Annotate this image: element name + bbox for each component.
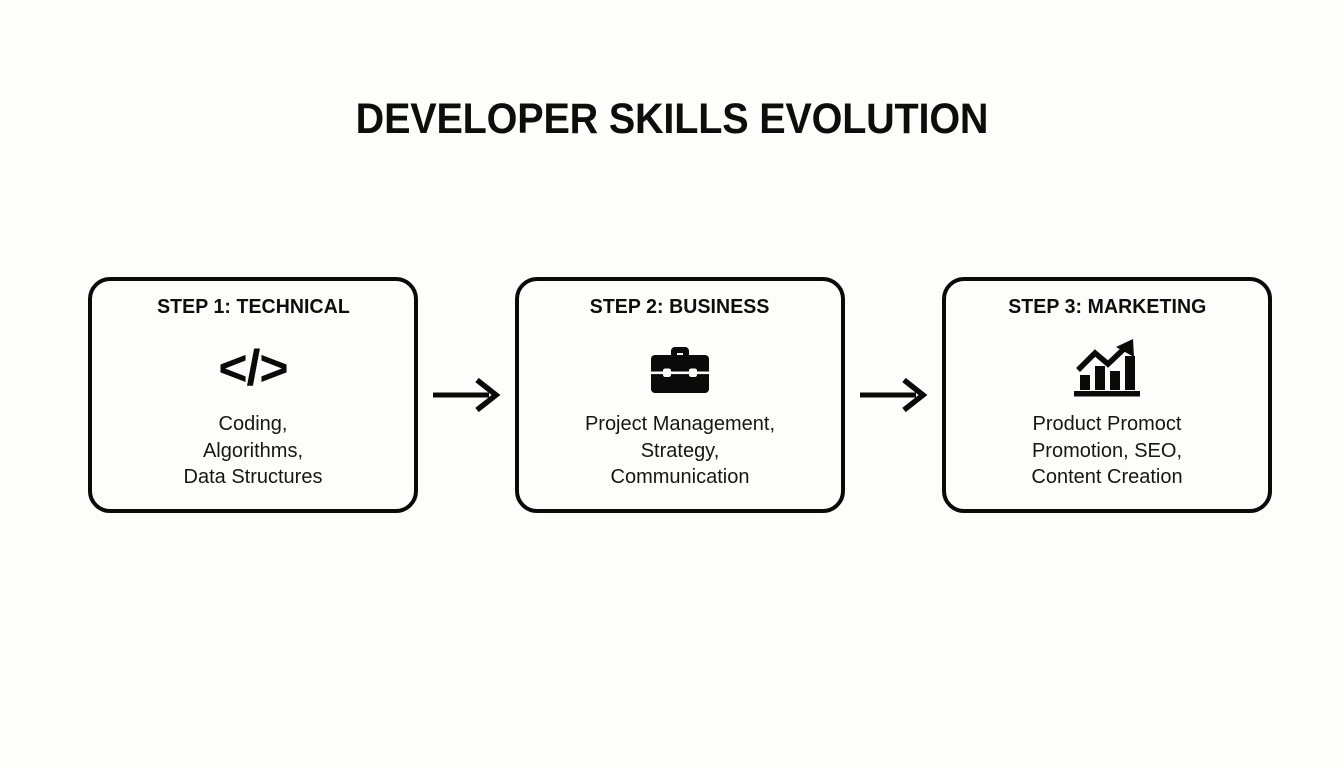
arrow-right-icon <box>430 372 504 418</box>
process-flow: STEP 1: TECHNICAL </> Coding, Algorithms… <box>88 277 1272 513</box>
step-description-line: Product Promoct <box>1032 413 1182 435</box>
step-heading: STEP 3: MARKETING <box>1007 295 1207 318</box>
step-card-business: STEP 2: BUSINESS Project Management, Str… <box>515 277 845 513</box>
growth-chart-icon <box>1070 331 1144 405</box>
step-description: Coding, Algorithms, Data Structures <box>174 411 333 491</box>
step-description-line: Coding, <box>218 413 288 435</box>
arrow-right-icon <box>857 372 931 418</box>
step-heading: STEP 1: TECHNICAL <box>156 295 350 318</box>
step-description-line: Content Creation <box>1031 466 1183 488</box>
step-description: Product Promoct Promotion, SEO, Content … <box>1021 411 1192 491</box>
step-description-line: Data Structures <box>183 466 323 488</box>
step-description: Project Management, Strategy, Communicat… <box>575 411 785 491</box>
page-title: DEVELOPER SKILLS EVOLUTION <box>355 95 989 143</box>
step-description-line: Project Management, <box>584 413 776 435</box>
step-heading: STEP 2: BUSINESS <box>590 295 770 318</box>
code-brackets-glyph: </> <box>218 340 288 396</box>
step-card-marketing: STEP 3: MARKETING Product Promoct Promot… <box>942 277 1272 513</box>
step-description-line: Communication <box>610 466 750 488</box>
briefcase-icon <box>646 331 714 405</box>
code-brackets-icon: </> <box>218 331 288 405</box>
step-description-line: Algorithms, <box>202 439 303 462</box>
step-description-line: Strategy, <box>640 439 720 462</box>
step-description-line: Promotion, SEO, <box>1031 439 1183 462</box>
step-card-technical: STEP 1: TECHNICAL </> Coding, Algorithms… <box>88 277 418 513</box>
